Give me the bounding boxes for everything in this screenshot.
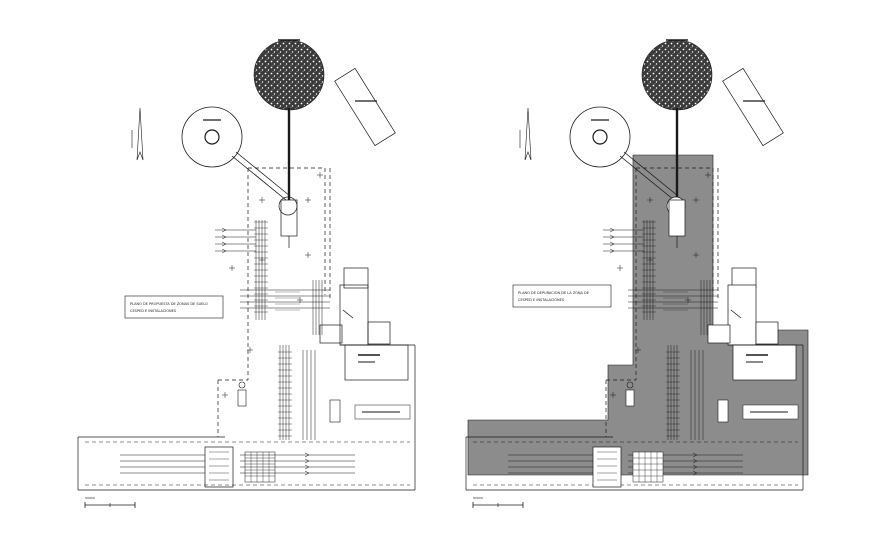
- plan-note: PLANO DE PROPUESTA DE ZONAS DE SUELO CES…: [124, 295, 224, 319]
- flow-arrow-icon: [609, 248, 615, 254]
- plan-line: [231, 155, 287, 201]
- flow-arrow-icon: [609, 227, 615, 233]
- flow-arrow-icon: [304, 470, 310, 476]
- flow-arrow-icon: [304, 464, 310, 470]
- circular-tank-icon: [181, 106, 243, 168]
- north-arrow-icon: [136, 107, 144, 161]
- valve-icon: [237, 389, 247, 407]
- tree-icon: [253, 39, 325, 111]
- flow-arrow-icon: [692, 470, 698, 476]
- flow-arrow-icon: [692, 458, 698, 464]
- valve-icon: [626, 381, 634, 389]
- plan-note-line-1: PLANO DE DEPURACION DE LA ZONA DE: [518, 291, 589, 295]
- flow-arrow-icon: [304, 452, 310, 458]
- flow-arrow-icon: [304, 458, 310, 464]
- plan-body: [465, 39, 809, 508]
- flow-arrow-icon: [221, 227, 227, 233]
- tree-icon: [641, 39, 713, 111]
- equipment-box: [319, 324, 343, 344]
- scale-bar-icon: [84, 497, 136, 508]
- valve-icon: [625, 389, 635, 407]
- meter-grid: [244, 451, 276, 483]
- left-site-plan: PLANO DE PROPUESTA DE ZONAS DE SUELO CES…: [77, 39, 416, 508]
- equipment-box: [343, 267, 369, 289]
- equipment-panel: [732, 344, 797, 381]
- flow-arrow-icon: [692, 452, 698, 458]
- junction-box: [204, 446, 234, 488]
- scale-bar-icon: [472, 497, 524, 508]
- right-site-plan: PLANO DE DEPURACION DE LA ZONA DE CESPED…: [465, 39, 809, 508]
- equipment-box: [707, 324, 731, 344]
- plan-line: [730, 309, 742, 319]
- shaded-zone: [467, 154, 809, 476]
- plan-note-line-1: PLANO DE PROPUESTA DE ZONAS DE SUELO: [130, 302, 208, 306]
- valve-icon: [329, 399, 341, 423]
- plan-line: [342, 309, 354, 319]
- meter-grid: [632, 451, 664, 483]
- plan-note-line-2: CESPED E INSTALACIONES: [518, 298, 565, 302]
- circular-tank-icon: [569, 106, 631, 168]
- label-plate: [354, 404, 411, 420]
- valve-icon: [238, 381, 246, 389]
- junction-box: [592, 446, 622, 488]
- plan-note-line-2: CESPED E INSTALACIONES: [130, 309, 177, 313]
- equipment-box: [755, 321, 779, 345]
- plan-line: [623, 151, 679, 197]
- plan-line: [235, 151, 291, 197]
- flow-arrow-icon: [221, 234, 227, 240]
- valve-icon: [717, 399, 729, 423]
- manhole-frame: [668, 199, 686, 237]
- rotated-panel: [334, 67, 396, 147]
- plan-line: [619, 155, 675, 201]
- manhole-frame: [280, 199, 298, 237]
- rotated-panel: [722, 67, 784, 147]
- flow-arrow-icon: [692, 464, 698, 470]
- flow-arrow-icon: [609, 234, 615, 240]
- equipment-box: [367, 321, 391, 345]
- flow-arrow-icon: [221, 241, 227, 247]
- flow-arrow-icon: [609, 241, 615, 247]
- tank-inner-ring: [204, 129, 220, 145]
- equipment-panel: [344, 344, 409, 381]
- north-arrow-icon: [524, 107, 532, 161]
- plan-body: [77, 39, 416, 508]
- tank-inner-ring: [592, 129, 608, 145]
- flow-arrow-icon: [221, 248, 227, 254]
- equipment-cabinet: [339, 284, 369, 346]
- plan-note: PLANO DE DEPURACION DE LA ZONA DE CESPED…: [512, 284, 612, 308]
- equipment-cabinet: [727, 284, 757, 346]
